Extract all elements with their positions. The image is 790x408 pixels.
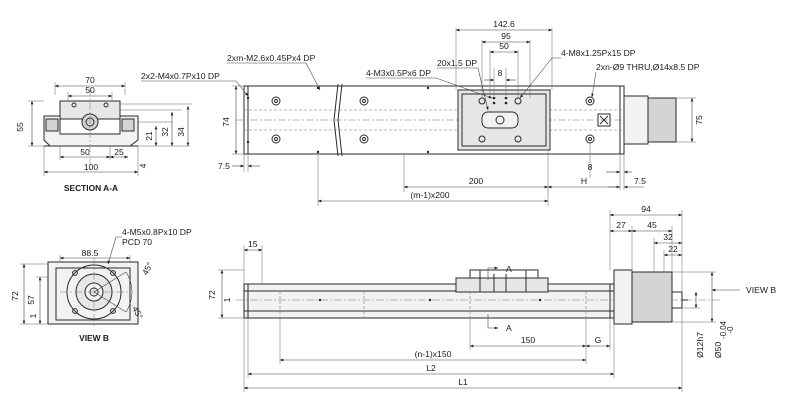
dim-7-5-right: 7.5 [634,176,646,186]
dim-21: 21 [144,131,154,141]
motor-top [647,97,677,143]
side-dim-22: 22 [668,244,678,254]
section-marker-a: A [506,264,512,274]
base-profile [43,115,139,147]
dim-70: 70 [85,75,95,85]
motor-adapter-top [623,95,649,145]
view-b-dim-72: 72 [10,291,20,301]
side-dim-32: 32 [663,232,673,242]
dim-50-bottom: 50 [80,147,90,157]
callout-thru: 2xn-Ø9 THRU,Ø14x8.5 DP [596,62,700,72]
side-dim-15: 15 [248,239,258,249]
side-dim-27: 27 [616,220,626,230]
dim-50-top-view: 50 [499,41,509,51]
side-dia-12: Ø12h7 [695,332,705,358]
section-marker-a-bottom: A [506,323,512,333]
view-b-label: VIEW B [746,285,776,295]
base-rail-side [243,283,615,319]
callout-m4: 2x2-M4x0.7Px10 DP [141,71,220,81]
view-b-callout: 4-M5x0.8Px10 DP [122,227,192,237]
callout-m3: 4-M3x0.5Px6 DP [366,68,431,78]
callout-m8: 4-M8x1.25Px15 DP [561,48,636,58]
dim-95: 95 [501,31,511,41]
dim-8-right: 8 [588,162,593,172]
section-aa-view: 70 50 55 21 32 34 [15,75,192,193]
dim-m-200: (m-1)x200 [410,190,449,200]
side-dim-n-150: (n-1)x150 [415,349,452,359]
view-b-dim-1: 1 [28,313,38,318]
view-b-dim-57: 57 [26,295,36,305]
dim-142-6: 142.6 [493,19,515,29]
side-dia-50-tol-upper: -0.04 [719,320,728,338]
carriage-slot [481,111,519,129]
side-dia-50: Ø50 [713,342,723,358]
view-b: 4-M5x0.8Px10 DP PCD 70 88.5 72 57 1 45° … [10,227,192,343]
dim-200: 200 [469,176,484,186]
side-dim-1: 1 [222,297,232,302]
dim-75: 75 [694,115,704,125]
side-dim-72: 72 [207,290,217,300]
view-b-angle-45a: 45° [140,261,155,277]
dim-74: 74 [221,117,231,127]
side-dim-45: 45 [647,220,657,230]
side-dim-L1: L1 [458,377,468,387]
side-view: A A VIEW B 15 72 1 94 27 45 32 22 [207,204,776,392]
side-dim-G: G [595,335,602,345]
dim-H: H [581,176,587,186]
callout-m26: 2xm-M2.6x0.45Px4 DP [227,53,316,63]
motor-side [631,271,673,323]
dim-55: 55 [15,122,25,132]
side-dim-150: 150 [521,335,536,345]
view-b-pcd: PCD 70 [122,237,152,247]
dim-7-5-left: 7.5 [218,161,230,171]
view-b-dim-88-5: 88.5 [82,248,99,258]
callout-slot: 20x1.5 DP [437,58,477,68]
side-dim-94: 94 [641,204,651,214]
dim-4: 4 [138,163,148,168]
dim-8-top: 8 [498,68,503,78]
dim-34: 34 [176,127,186,137]
mounting-holes [246,86,595,154]
view-b-title: VIEW B [79,333,109,343]
top-view: 142.6 95 50 8 2xm-M2.6x0.45Px4 DP 2x2-M4… [141,19,704,206]
motor-adapter-side [613,269,633,325]
side-dia-50-tol-lower: -0 [726,326,735,334]
dim-32: 32 [160,127,170,137]
carriage-side [455,277,549,293]
side-dim-L2: L2 [426,363,436,373]
dim-100: 100 [84,162,99,172]
dim-25: 25 [114,147,124,157]
section-aa-title: SECTION A-A [64,183,118,193]
